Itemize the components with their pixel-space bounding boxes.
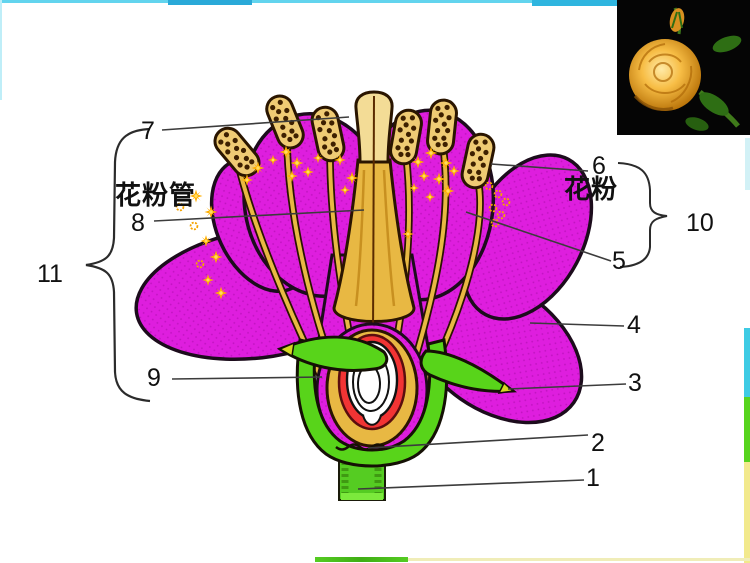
anther-1 (213, 126, 261, 178)
top-border-line (0, 0, 617, 3)
top-border-thick-right (532, 0, 617, 6)
leader-line-9 (171, 376, 323, 380)
rose-leaf (685, 117, 709, 131)
rose-leaf (699, 92, 729, 116)
left-border-line (0, 0, 2, 100)
label-2: 2 (591, 429, 605, 457)
leader-line-3 (507, 383, 627, 390)
label-6: 6 (592, 152, 606, 180)
label-pollen: 花粉 (564, 174, 619, 204)
sepal-left (276, 335, 389, 372)
bottom-border-yellow (408, 558, 750, 561)
anther-6 (460, 132, 496, 190)
rose-photo (617, 0, 750, 135)
leader-line-5 (465, 211, 612, 262)
anthers (213, 94, 496, 190)
brace-right-stamen (617, 162, 668, 268)
brace-left-pistil (85, 127, 151, 403)
top-border-thick-left (168, 0, 252, 5)
leader-line-1 (357, 479, 585, 490)
rose-leaf (712, 35, 742, 53)
anther-4 (389, 108, 423, 166)
pollen-tube-line (372, 95, 375, 339)
rose-illustration (617, 0, 750, 135)
leader-line-4 (529, 322, 625, 327)
label-10: 10 (686, 209, 714, 237)
label-11: 11 (37, 260, 63, 288)
anther-3 (310, 105, 346, 163)
right-edge-yellow (744, 462, 750, 563)
right-edge-green (744, 397, 750, 462)
label-pollen-tube: 花粉管 (115, 180, 197, 210)
anther-5 (426, 98, 458, 156)
right-edge-cyan (744, 328, 750, 397)
leader-line-2 (367, 434, 589, 449)
sepal-right (419, 349, 518, 394)
leader-line-6 (490, 163, 589, 172)
leader-line-7 (161, 116, 350, 131)
label-1: 1 (586, 464, 600, 492)
label-8: 8 (131, 209, 145, 237)
label-5: 5 (612, 247, 626, 275)
bottom-border-green (315, 557, 408, 562)
leader-lines (153, 116, 627, 490)
right-edge-cyan-faint (745, 138, 750, 190)
label-4: 4 (627, 311, 641, 339)
label-9: 9 (147, 364, 161, 392)
label-3: 3 (628, 369, 642, 397)
label-7: 7 (141, 117, 155, 145)
leader-line-8 (153, 209, 365, 222)
